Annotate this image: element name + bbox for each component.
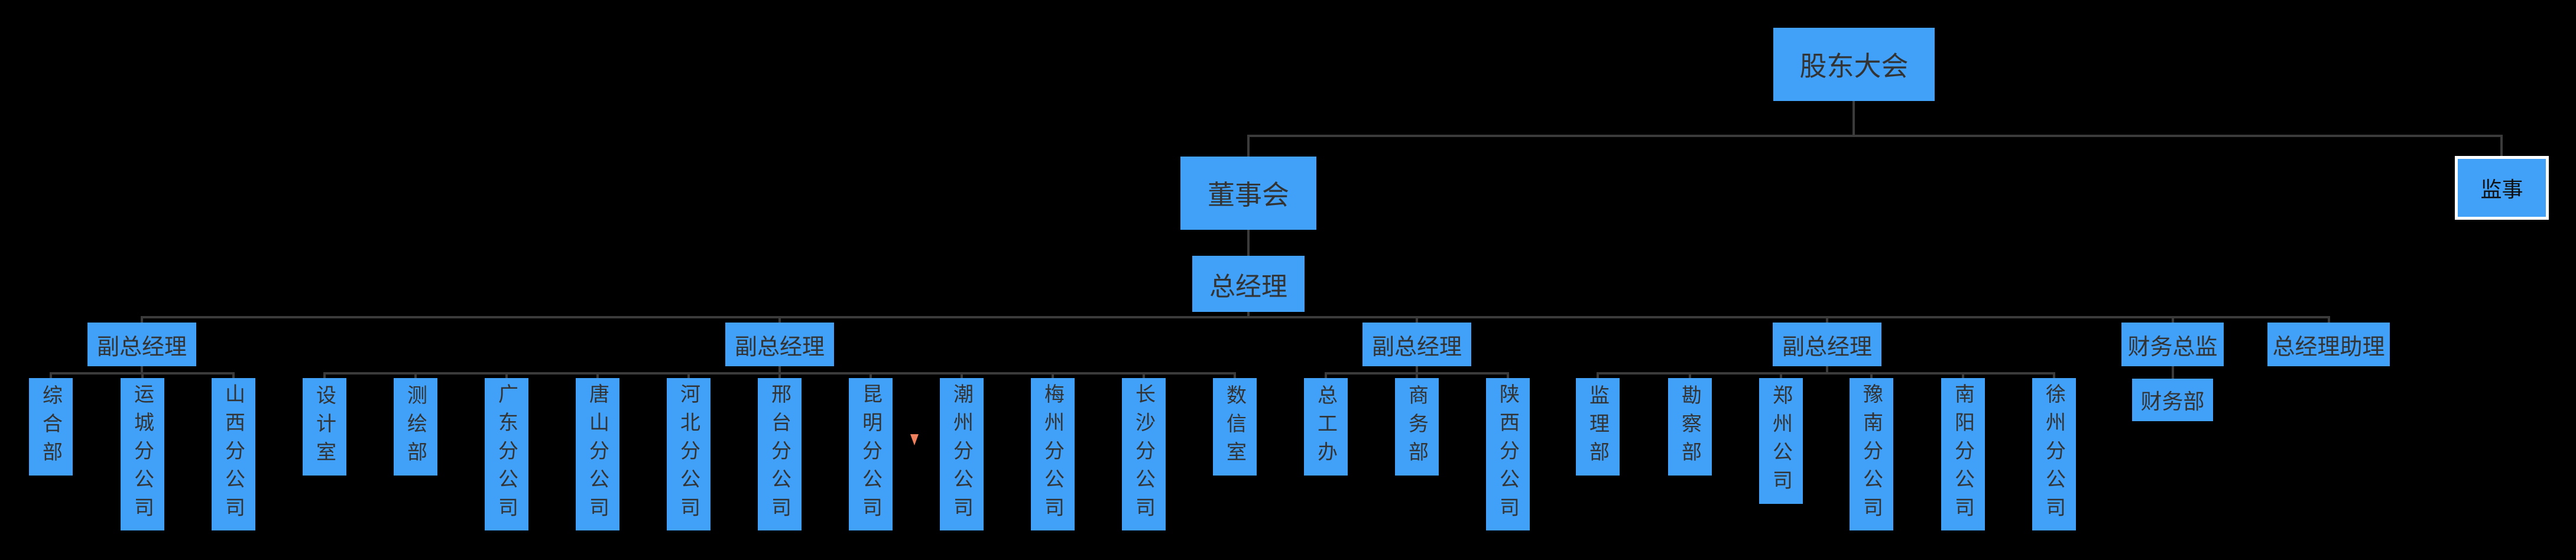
node-supervisor[interactable]: 监事 xyxy=(2455,156,2549,220)
node-jianli-dept[interactable]: 监理部 xyxy=(1576,378,1620,476)
node-shuxin-office[interactable]: 数信室 xyxy=(1213,378,1257,476)
node-shaanxi-branch[interactable]: 陕西分公司 xyxy=(1486,378,1530,530)
node-kunming-branch[interactable]: 昆明分公司 xyxy=(849,378,893,530)
node-nanyang-branch[interactable]: 南阳分公司 xyxy=(1941,378,1985,530)
node-deputy-gm-2[interactable]: 副总经理 xyxy=(725,323,834,366)
node-finance-director[interactable]: 财务总监 xyxy=(2121,323,2224,366)
node-yuncheng-branch[interactable]: 运城分公司 xyxy=(121,378,164,530)
node-commerce-dept[interactable]: 商务部 xyxy=(1395,378,1439,476)
node-general-manager[interactable]: 总经理 xyxy=(1192,256,1305,312)
node-hebei-branch[interactable]: 河北分公司 xyxy=(667,378,710,530)
node-finance-dept[interactable]: 财务部 xyxy=(2132,379,2213,421)
node-yunan-branch[interactable]: 豫南分公司 xyxy=(1850,378,1893,530)
node-changsha-branch[interactable]: 长沙分公司 xyxy=(1122,378,1166,530)
node-board-of-directors[interactable]: 董事会 xyxy=(1180,157,1316,230)
node-deputy-gm-1[interactable]: 副总经理 xyxy=(87,323,196,366)
node-xuzhou-branch[interactable]: 徐州分公司 xyxy=(2032,378,2076,530)
node-design-office[interactable]: 设计室 xyxy=(303,378,346,476)
node-chaozhou-branch[interactable]: 潮州分公司 xyxy=(940,378,984,530)
node-shanxi-branch[interactable]: 山西分公司 xyxy=(212,378,255,530)
node-zonggong-office[interactable]: 总工办 xyxy=(1304,378,1348,476)
node-gm-assistant[interactable]: 总经理助理 xyxy=(2267,323,2390,366)
node-cehui-dept[interactable]: 测绘部 xyxy=(394,378,437,476)
node-tangshan-branch[interactable]: 唐山分公司 xyxy=(576,378,619,530)
node-deputy-gm-3[interactable]: 副总经理 xyxy=(1362,323,1471,366)
node-meizhou-branch[interactable]: 梅州分公司 xyxy=(1031,378,1075,530)
node-general-office[interactable]: 综合部 xyxy=(29,378,73,476)
node-deputy-gm-4[interactable]: 副总经理 xyxy=(1773,323,1881,366)
node-kancha-dept[interactable]: 勘察部 xyxy=(1668,378,1712,476)
node-shareholders-meeting[interactable]: 股东大会 xyxy=(1773,28,1935,101)
node-zhengzhou-company[interactable]: 郑州公司 xyxy=(1759,378,1803,504)
node-guangdong-branch[interactable]: 广东分公司 xyxy=(485,378,528,530)
drag-position-marker-icon xyxy=(910,434,919,445)
node-xingtai-branch[interactable]: 邢台分公司 xyxy=(758,378,802,530)
